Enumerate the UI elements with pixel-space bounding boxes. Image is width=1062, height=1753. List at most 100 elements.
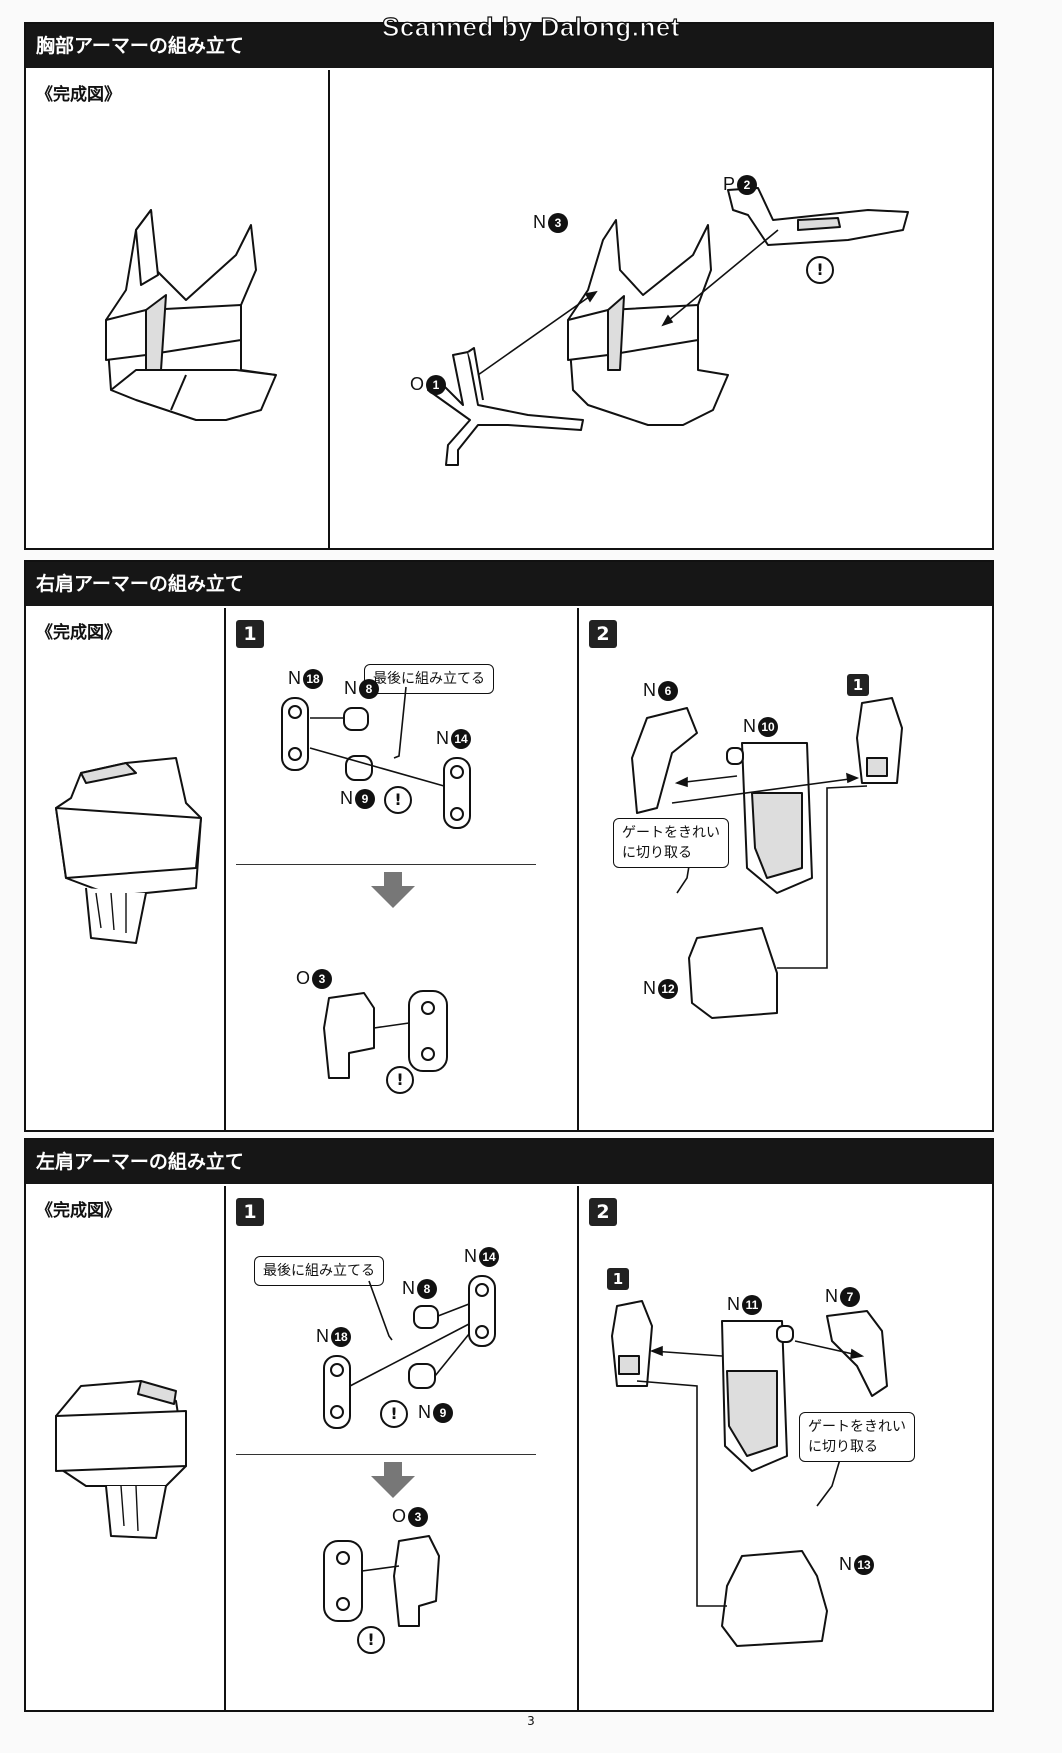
part-number-badge: 7 [840,1286,860,1307]
part-label-n18: N 18 [288,668,323,689]
chest-assembly-drawing [427,187,909,466]
part-number-badge: 6 [658,680,678,701]
step-number-badge: 1 [236,620,264,648]
left-shoulder-step1-drawing [323,1275,496,1627]
part-number-badge: 18 [303,668,323,689]
chest-assembly-panel: N 3 P 2 O 1 ! [328,70,992,548]
part-letter: N [743,716,756,736]
part-label-o3: O 3 [296,968,333,989]
right-shoulder-complete-drawing [55,757,202,944]
step-divider [236,1454,536,1455]
part-number-badge: 1 [426,374,447,395]
step-number-badge: 2 [589,1198,617,1226]
part-letter: N [340,788,353,808]
step-number-badge: 2 [589,620,617,648]
complete-view-panel: 《完成図》 [26,70,330,548]
right-shoulder-step1-drawing [281,686,471,1079]
part-label-n13: N 13 [839,1554,874,1575]
part-label-n8: N 8 [402,1278,437,1299]
down-arrow-head [371,886,415,908]
part-letter: N [288,668,301,688]
warning-exclamation-icon: ! [380,1400,408,1428]
part-label-n8: N 8 [344,678,379,699]
step2-panel: 2 1 [577,1186,992,1710]
part-number-badge: 9 [355,788,375,809]
part-label-n11: N 11 [727,1294,762,1315]
down-arrow-icon [384,872,402,886]
part-number-badge: 14 [451,728,471,749]
part-label-n3: N 3 [533,212,568,233]
step1-panel: 1 最後に組み立てる [224,1186,579,1710]
part-letter: N [464,1246,477,1266]
part-number-badge: 3 [408,1506,429,1527]
chest-armor-complete-drawing [105,209,277,421]
part-number-badge: 8 [359,678,379,699]
warning-exclamation-icon: ! [384,786,412,814]
cut-gate-cleanly-callout: ゲートをきれい に切り取る [613,818,729,868]
part-label-n12: N 12 [643,978,678,999]
part-label-p2: P 2 [723,174,758,195]
complete-view-panel: 《完成図》 [26,1186,226,1710]
down-arrow-icon [384,1462,402,1476]
part-letter: N [643,978,656,998]
part-number-badge: 3 [548,212,568,233]
left-shoulder-step2-drawing [611,1300,888,1647]
part-number-badge: 8 [417,1278,437,1299]
right-shoulder-section: 右肩アーマーの組み立て 《完成図》 1 最後に組み立てる [24,560,994,1132]
part-letter: P [723,174,736,194]
part-letter: N [839,1554,852,1574]
warning-exclamation-icon: ! [806,256,834,284]
cut-gate-cleanly-callout: ゲートをきれい に切り取る [799,1412,915,1462]
page-number: 3 [527,1714,535,1728]
left-shoulder-complete-drawing [55,1380,187,1539]
complete-view-panel: 《完成図》 [26,608,226,1130]
section-title: 右肩アーマーの組み立て [26,562,992,606]
down-arrow-head [371,1476,415,1498]
part-letter: N [344,678,357,698]
part-number-badge: 14 [479,1246,499,1267]
chest-armor-section: 胸部アーマーの組み立て 《完成図》 [24,22,994,550]
part-letter: N [418,1402,431,1422]
part-ref-badge: 1 [607,1268,629,1290]
part-label-n14: N 14 [464,1246,499,1267]
step2-panel: 2 1 [577,608,992,1130]
part-letter: N [436,728,449,748]
part-label-o1: O 1 [410,374,447,395]
part-letter: N [316,1326,329,1346]
part-number-badge: 10 [758,716,778,737]
part-number-badge: 9 [433,1402,453,1423]
part-label-o3: O 3 [392,1506,429,1527]
part-label-n18: N 18 [316,1326,351,1347]
part-label-n6: N 6 [643,680,678,701]
warning-exclamation-icon: ! [386,1066,414,1094]
part-letter: N [402,1278,415,1298]
part-label-n9: N 9 [418,1402,453,1423]
part-letter: O [392,1506,407,1526]
step1-panel: 1 最後に組み立てる [224,608,579,1130]
part-label-n7: N 7 [825,1286,860,1307]
part-number-badge: 18 [331,1326,351,1347]
left-shoulder-section: 左肩アーマーの組み立て 《完成図》 1 最後に組み立てる [24,1138,994,1712]
warning-exclamation-icon: ! [357,1626,385,1654]
part-number-badge: 2 [737,174,758,195]
part-letter: N [643,680,656,700]
complete-view-label: 《完成図》 [36,1201,121,1221]
complete-view-label: 《完成図》 [36,623,121,643]
part-letter: O [410,374,425,394]
assemble-last-callout: 最後に組み立てる [254,1256,384,1286]
section-title: 左肩アーマーの組み立て [26,1140,992,1184]
part-letter: N [727,1294,740,1314]
part-letter: O [296,968,311,988]
part-letter: N [825,1286,838,1306]
complete-view-label: 《完成図》 [36,85,121,105]
part-label-n14: N 14 [436,728,471,749]
right-shoulder-step2-drawing [631,697,903,1019]
part-number-badge: 3 [312,968,333,989]
part-number-badge: 12 [658,978,678,999]
part-ref-badge: 1 [847,674,869,696]
part-label-n9: N 9 [340,788,375,809]
part-number-badge: 11 [742,1294,762,1315]
part-letter: N [533,212,546,232]
step-number-badge: 1 [236,1198,264,1226]
part-label-n10: N 10 [743,716,778,737]
